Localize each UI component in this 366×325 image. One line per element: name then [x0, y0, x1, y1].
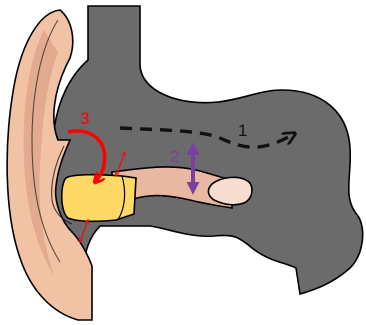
- eardrum: [208, 177, 252, 204]
- head-cavity: [50, 6, 362, 300]
- path-1-label: 1: [238, 121, 247, 140]
- path-3-label: 3: [80, 109, 89, 128]
- path-2-label: 2: [170, 147, 179, 166]
